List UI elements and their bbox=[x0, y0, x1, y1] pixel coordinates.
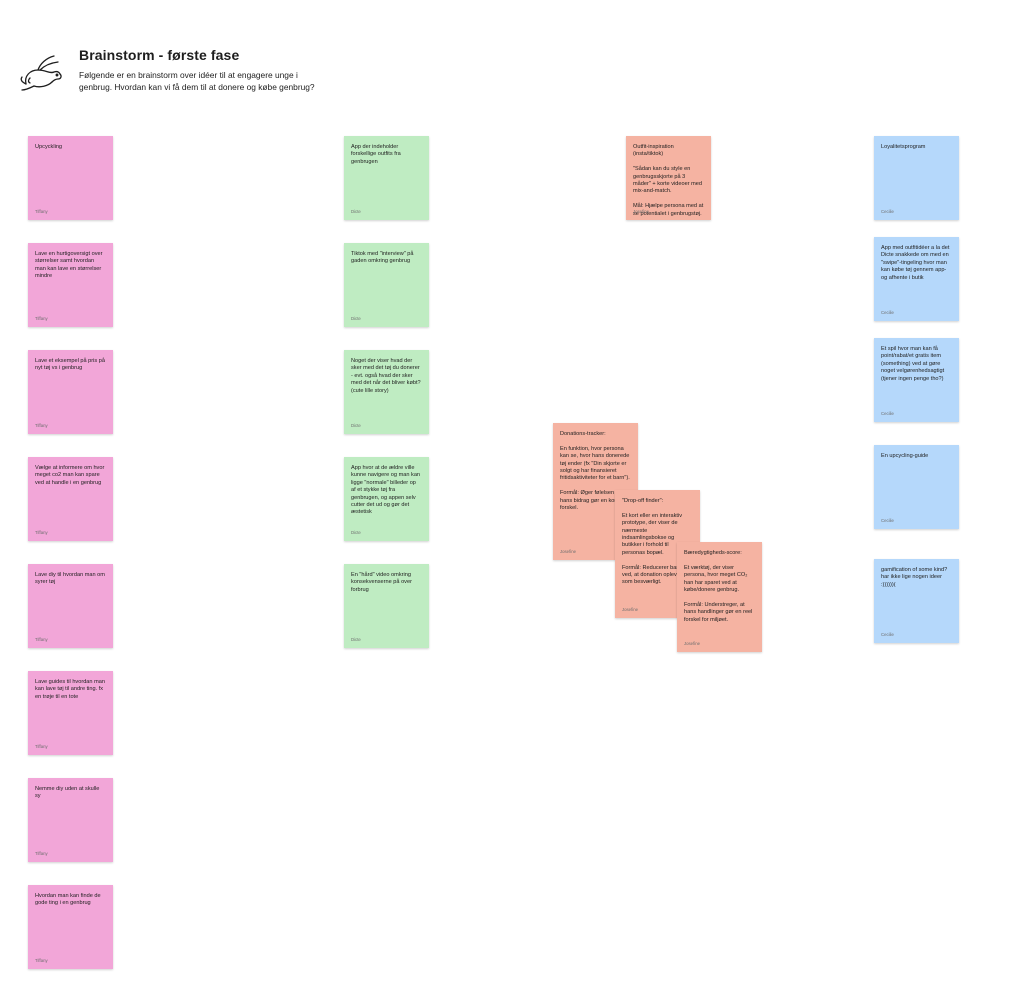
sticky-note[interactable]: En upcycling-guide Cecilie bbox=[874, 445, 959, 529]
note-text: App hvor at de ældre ville kunne naviger… bbox=[351, 465, 421, 516]
board-description: Følgende er en brainstorm over idéer til… bbox=[79, 70, 315, 93]
sticky-note[interactable]: Upcyckling Tiffany bbox=[28, 136, 113, 220]
sticky-note[interactable]: Outfit-inspiration (insta/tiktok) "Sådan… bbox=[626, 136, 711, 220]
note-author: Cecilie bbox=[881, 411, 894, 416]
note-author: Tiffany bbox=[35, 637, 48, 642]
note-text: App med outfitidéer a la det Dicte snakk… bbox=[881, 245, 950, 281]
note-author: Tiffany bbox=[35, 316, 48, 321]
note-author: Dicte bbox=[351, 637, 361, 642]
note-author: Josefine bbox=[684, 641, 701, 646]
note-author: Dicte bbox=[351, 530, 361, 535]
note-text: Et spil hvor man kan få point/rabat/et g… bbox=[881, 346, 945, 382]
note-author: Josefine bbox=[560, 549, 577, 554]
note-text: Lave en hurtigoversigt over størrelser s… bbox=[35, 251, 103, 280]
note-author: Josefine bbox=[633, 209, 650, 214]
note-author: Dicte bbox=[351, 316, 361, 321]
note-text: Lave guides til hvordan man kan lave tøj… bbox=[35, 679, 105, 700]
note-text: En "hård" video omkring konsekvenserne p… bbox=[351, 572, 412, 593]
note-text: Noget der viser hvad der sker med det tø… bbox=[351, 358, 421, 394]
note-text: Upcyckling bbox=[35, 144, 63, 150]
note-author: Tiffany bbox=[35, 744, 48, 749]
sticky-note[interactable]: Et spil hvor man kan få point/rabat/et g… bbox=[874, 338, 959, 422]
note-text: Bæredygtigheds-score: Et værktøj, der vi… bbox=[684, 550, 753, 623]
sticky-note[interactable]: gamification of some kind? har ikke lige… bbox=[874, 559, 959, 643]
sticky-note[interactable]: Lave et eksempel på pris på nyt tøj vs i… bbox=[28, 350, 113, 434]
note-author: Cecilie bbox=[881, 310, 894, 315]
sticky-note[interactable]: Lave diy til hvordan man om syrer tøj Ti… bbox=[28, 564, 113, 648]
note-text: Loyalitetsprogram bbox=[881, 144, 926, 150]
sticky-note[interactable]: Hvordan man kan finde de gode ting i en … bbox=[28, 885, 113, 969]
note-author: Tiffany bbox=[35, 851, 48, 856]
note-text: App der indeholder forskellige outfits f… bbox=[351, 144, 401, 165]
note-text: Vælge at informere om hvor meget co2 man… bbox=[35, 465, 105, 486]
note-author: Josefine bbox=[622, 607, 639, 612]
note-author: Tiffany bbox=[35, 958, 48, 963]
sticky-note[interactable]: En "hård" video omkring konsekvenserne p… bbox=[344, 564, 429, 648]
note-author: Dicte bbox=[351, 423, 361, 428]
note-text: Lave diy til hvordan man om syrer tøj bbox=[35, 572, 105, 586]
sticky-note[interactable]: Nemme diy uden at skulle sy Tiffany bbox=[28, 778, 113, 862]
note-author: Dicte bbox=[351, 209, 361, 214]
note-text: gamification of some kind? har ikke lige… bbox=[881, 567, 948, 588]
note-text: Tiktok med "interview" på gaden omkring … bbox=[351, 251, 414, 265]
sticky-note[interactable]: Lave en hurtigoversigt over størrelser s… bbox=[28, 243, 113, 327]
note-text: "Drop-off finder": Et kort eller en inte… bbox=[622, 498, 693, 586]
note-text: Outfit-inspiration (insta/tiktok) "Sådan… bbox=[633, 144, 704, 217]
sticky-note[interactable]: Noget der viser hvad der sker med det tø… bbox=[344, 350, 429, 434]
sticky-note[interactable]: Vælge at informere om hvor meget co2 man… bbox=[28, 457, 113, 541]
note-text: Hvordan man kan finde de gode ting i en … bbox=[35, 893, 101, 907]
sticky-note[interactable]: Lave guides til hvordan man kan lave tøj… bbox=[28, 671, 113, 755]
note-author: Tiffany bbox=[35, 423, 48, 428]
sticky-note[interactable]: Bæredygtigheds-score: Et værktøj, der vi… bbox=[677, 542, 762, 652]
sticky-note[interactable]: Tiktok med "interview" på gaden omkring … bbox=[344, 243, 429, 327]
rabbit-logo-icon bbox=[20, 55, 62, 91]
note-author: Tiffany bbox=[35, 209, 48, 214]
note-author: Cecilie bbox=[881, 209, 894, 214]
note-author: Cecilie bbox=[881, 632, 894, 637]
note-text: Nemme diy uden at skulle sy bbox=[35, 786, 100, 800]
board-title: Brainstorm - første fase bbox=[79, 47, 240, 63]
board-header: Brainstorm - første fase Følgende er en … bbox=[0, 0, 1024, 140]
note-author: Cecilie bbox=[881, 518, 894, 523]
sticky-note[interactable]: App der indeholder forskellige outfits f… bbox=[344, 136, 429, 220]
sticky-note[interactable]: App med outfitidéer a la det Dicte snakk… bbox=[874, 237, 959, 321]
note-author: Tiffany bbox=[35, 530, 48, 535]
note-text: En upcycling-guide bbox=[881, 453, 929, 459]
note-text: Lave et eksempel på pris på nyt tøj vs i… bbox=[35, 358, 105, 372]
sticky-note[interactable]: App hvor at de ældre ville kunne naviger… bbox=[344, 457, 429, 541]
sticky-note[interactable]: Loyalitetsprogram Cecilie bbox=[874, 136, 959, 220]
